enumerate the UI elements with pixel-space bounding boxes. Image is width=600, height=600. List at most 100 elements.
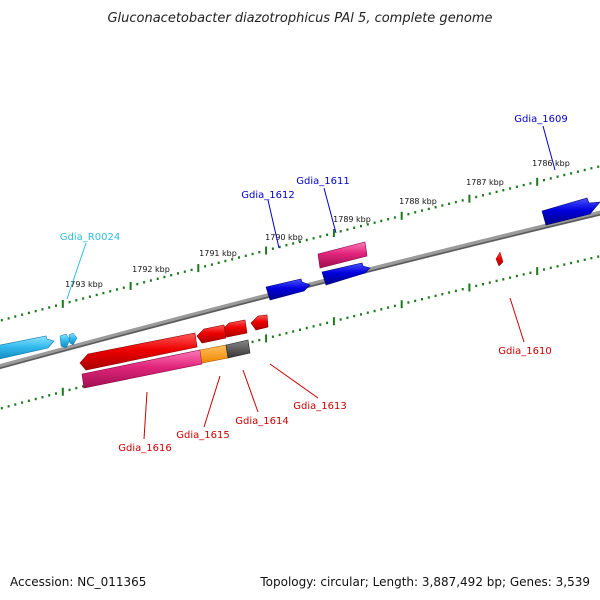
cds-arrow-gdia-1614[interactable] xyxy=(221,319,248,338)
lower-scale-tick xyxy=(509,276,512,279)
upper-scale-tick xyxy=(177,272,179,275)
rna-fragment-2 xyxy=(68,332,78,346)
lower-scale-ruler xyxy=(0,255,600,410)
lower-scale-tick xyxy=(339,318,342,321)
upper-scale-tick xyxy=(82,297,85,300)
lower-scale-tick xyxy=(495,279,498,283)
cds-arrow-gdia-1611[interactable] xyxy=(321,262,371,286)
upper-scale-tick xyxy=(271,247,274,250)
cds-arrow-gdia-1612[interactable] xyxy=(265,278,311,301)
lower-scale-tick xyxy=(265,334,268,343)
upper-scale-tick xyxy=(468,194,471,203)
label-gdia-1609[interactable]: Gdia_1609 xyxy=(514,114,567,125)
accession-text: Accession: NC_011365 xyxy=(10,575,146,589)
lower-scale-tick xyxy=(21,401,24,404)
label-gdia-1612[interactable]: Gdia_1612 xyxy=(241,190,294,201)
lower-scale-tick xyxy=(373,309,376,313)
upper-scale-tick xyxy=(441,204,444,207)
cds-arrow-gdia-1616[interactable] xyxy=(79,332,198,371)
lower-scale-tick xyxy=(414,299,417,303)
upper-scale-tick xyxy=(522,183,525,187)
lower-scale-tick xyxy=(34,397,37,401)
gene-feature-gdia-1615[interactable] xyxy=(199,344,229,364)
upper-scale-tick xyxy=(149,279,152,282)
upper-scale-tick xyxy=(190,268,193,272)
lower-scale-tick xyxy=(536,267,539,276)
upper-scale-tick xyxy=(61,299,64,308)
lower-scale-tick xyxy=(251,340,254,344)
lower-scale-tick xyxy=(7,405,10,408)
lower-scale-tick xyxy=(522,273,525,276)
upper-scale-tick xyxy=(407,212,410,216)
label-gdia-1615[interactable]: Gdia_1615 xyxy=(176,430,229,441)
upper-scale-tick xyxy=(360,224,362,228)
gene-feature-gdia-1616[interactable] xyxy=(81,349,203,389)
upper-scale-tick xyxy=(170,274,173,277)
lower-scale-tick xyxy=(82,385,85,388)
label-gdia-1616[interactable]: Gdia_1616 xyxy=(118,443,171,454)
lower-scale-tick xyxy=(55,392,57,395)
upper-scale-tick xyxy=(129,281,132,290)
upper-scale-tick xyxy=(136,282,139,286)
leader-gdia-1614 xyxy=(242,369,259,413)
upper-scale-tick xyxy=(299,240,301,243)
lower-scale-tick xyxy=(441,293,444,296)
upper-scale-tick xyxy=(224,259,227,263)
rna-arrow-gdia-r0024[interactable] xyxy=(0,335,55,360)
lower-scale-tick xyxy=(393,304,396,308)
cds-arrow-gdia-1610[interactable] xyxy=(495,251,504,267)
lower-scale-tick xyxy=(515,274,518,278)
upper-scale-tick xyxy=(326,233,329,236)
lower-scale-tick xyxy=(346,316,349,319)
lower-scale-tick xyxy=(475,284,478,288)
upper-scale-tick xyxy=(210,263,213,266)
upper-scale-tick xyxy=(366,223,369,226)
gene-feature-gdia-1611[interactable] xyxy=(317,241,368,269)
label-gdia-r0024[interactable]: Gdia_R0024 xyxy=(60,232,120,243)
upper-scale-tick xyxy=(332,229,335,237)
lower-scale-tick xyxy=(312,325,315,328)
label-gdia-1614[interactable]: Gdia_1614 xyxy=(235,416,288,427)
leader-gdia-1609 xyxy=(542,125,556,171)
upper-scale-tick xyxy=(34,309,37,313)
upper-scale-tick xyxy=(265,246,268,255)
lower-scale-tick xyxy=(285,332,288,335)
leader-gdia-1610 xyxy=(509,297,525,343)
upper-scale-tick xyxy=(495,190,498,194)
gene-arrow-gdia-1609[interactable] xyxy=(541,197,600,226)
lower-scale-tick xyxy=(292,330,295,333)
lower-scale-tick xyxy=(488,281,491,284)
cds-arrow-gdia-1613[interactable] xyxy=(250,314,269,331)
lower-scale-tick xyxy=(366,311,369,314)
upper-scale-tick xyxy=(353,226,356,229)
gene-feature-gdia-1614[interactable] xyxy=(225,339,251,359)
leader-gdia-1611 xyxy=(323,187,337,234)
cds-arrow-gdia-1615[interactable] xyxy=(196,324,227,344)
label-gdia-1611[interactable]: Gdia_1611 xyxy=(296,176,349,187)
upper-scale-tick xyxy=(102,291,105,295)
upper-scale-tick xyxy=(68,300,71,304)
upper-scale-tick xyxy=(556,175,559,178)
upper-scale-tick xyxy=(482,194,484,197)
lower-scale-tick xyxy=(271,335,274,338)
upper-scale-tick xyxy=(454,200,457,204)
lower-scale-tick xyxy=(421,298,423,301)
lower-scale-tick xyxy=(468,283,471,292)
lower-scale-tick xyxy=(427,296,430,299)
lower-scale-tick xyxy=(407,301,410,304)
lower-scale-tick xyxy=(576,260,579,263)
label-gdia-1613[interactable]: Gdia_1613 xyxy=(293,401,346,412)
lower-scale-tick xyxy=(319,323,322,326)
upper-scale-tick xyxy=(41,308,44,311)
upper-scale-tick xyxy=(319,235,322,238)
lower-scale-tick xyxy=(75,386,78,390)
upper-scale-tick xyxy=(597,165,600,168)
lower-scale-tick xyxy=(61,387,64,396)
upper-scale-tick xyxy=(285,244,288,247)
upper-scale-tick xyxy=(197,264,200,273)
lower-scale-tick xyxy=(549,266,552,270)
label-gdia-1610[interactable]: Gdia_1610 xyxy=(498,346,551,357)
upper-scale-tick xyxy=(238,256,240,259)
lower-scale-tick xyxy=(482,283,484,286)
